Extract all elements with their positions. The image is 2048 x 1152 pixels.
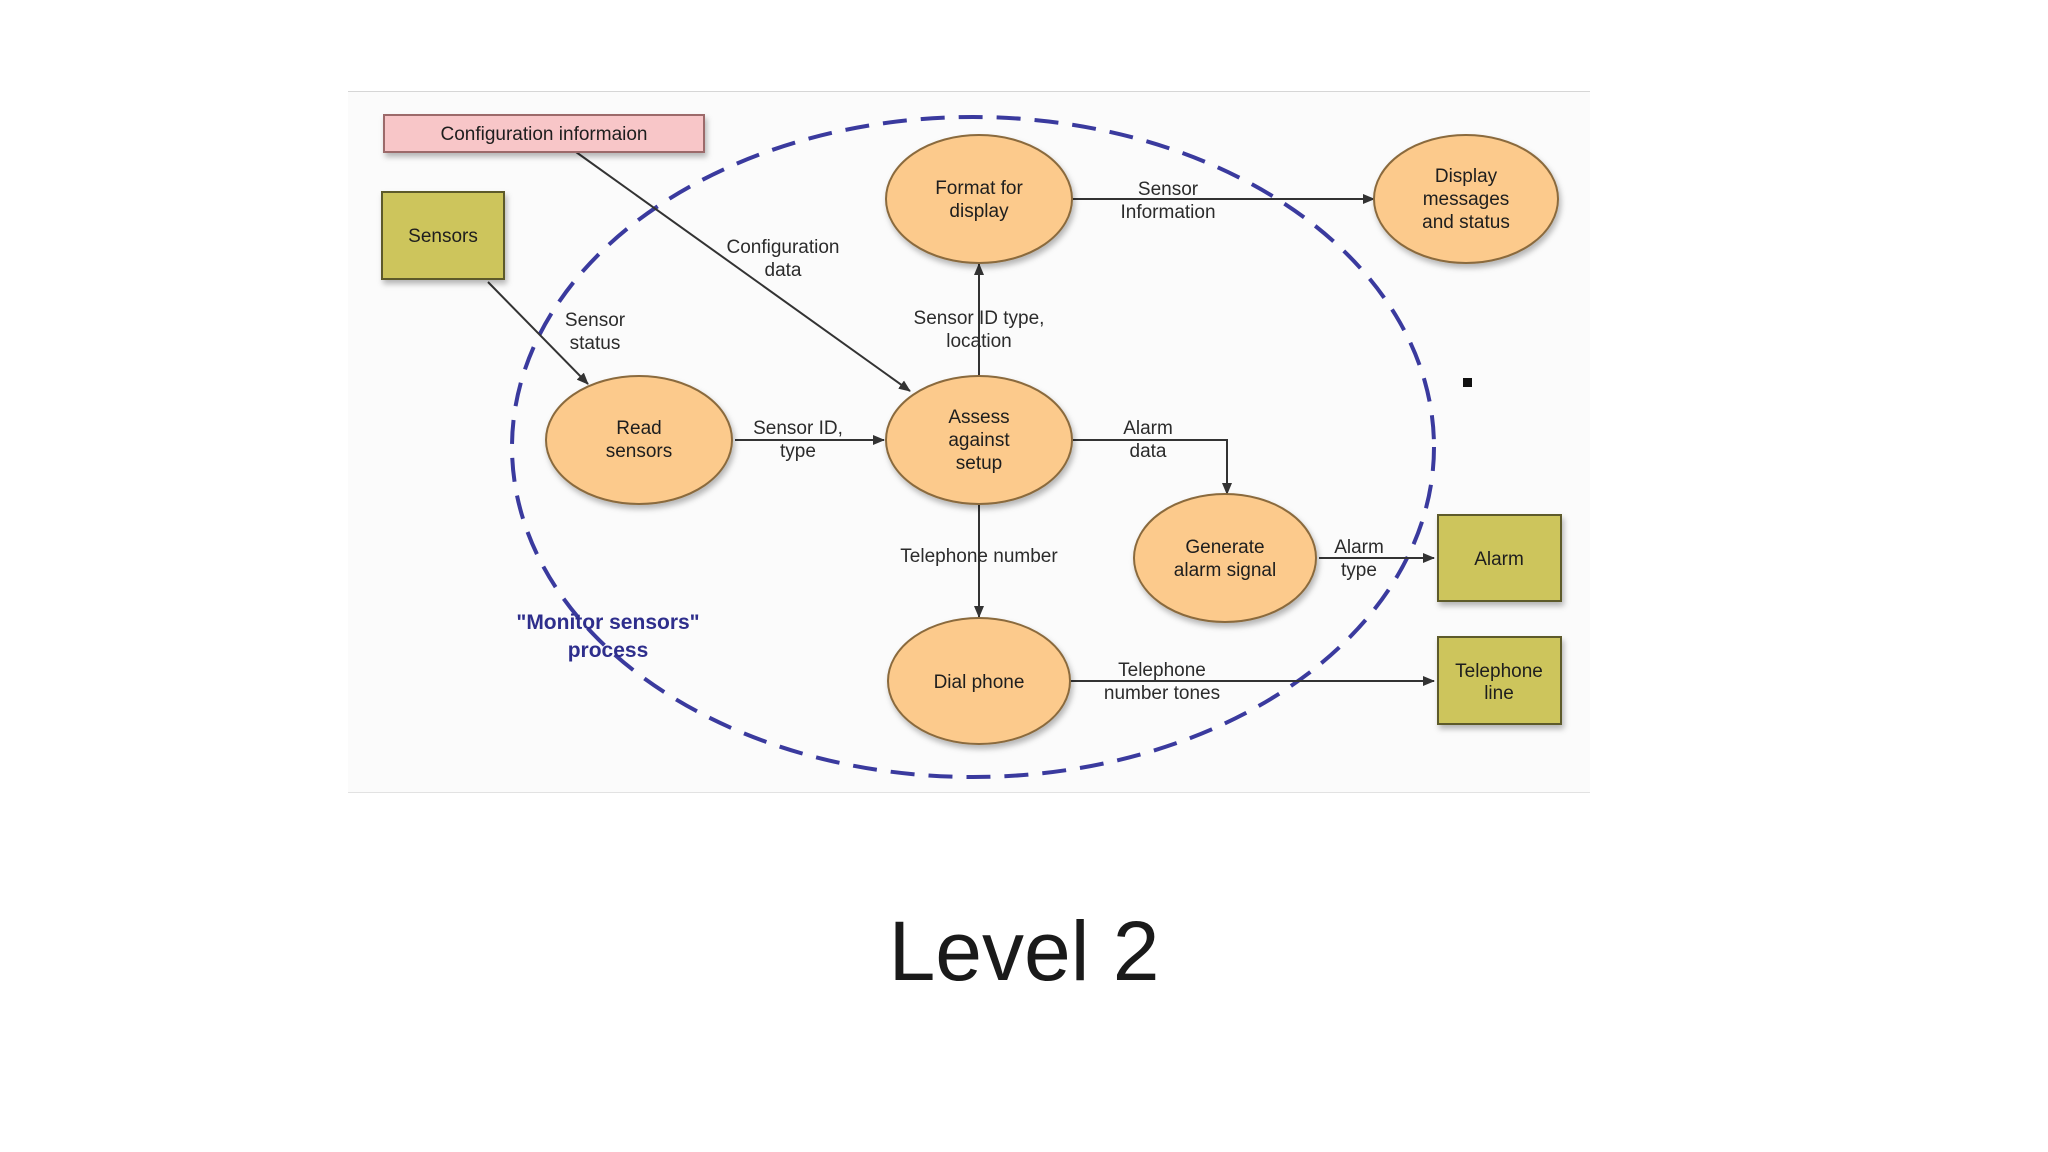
terminator-label: Telephone [1455,661,1543,682]
flow-label-configuration-data: data [765,260,802,281]
process-assess-against-setup: Assess against setup [885,375,1073,505]
process-label: Assess [948,407,1009,428]
process-label: setup [956,453,1002,474]
process-boundary [510,115,1436,779]
process-dial-phone: Dial phone [887,617,1071,745]
flow-configuration-data [575,151,911,392]
data-flows [487,151,1435,686]
flow-label-configuration-data: Configuration [726,237,839,258]
flow-label-sensor-status: Sensor [565,310,626,331]
flow-label-telephone-number: Telephone number [900,546,1058,567]
boundary-label-line: "Monitor sensors" [516,611,699,634]
process-display-messages: Display messages and status [1373,134,1559,264]
boundary-label-line: process [568,639,649,662]
flow-label-sensor-id-type: Sensor ID, [753,418,843,439]
flow-label-sensor-id-type-location: Sensor ID type, [914,308,1045,329]
slide-title: Level 2 [888,904,1160,998]
process-label: Dial phone [934,672,1025,693]
process-read-sensors: Read sensors [545,375,733,505]
flow-label-alarm-type: type [1341,560,1377,581]
process-label: and status [1422,212,1510,233]
process-label: display [949,201,1009,222]
flow-label-sensor-id-type: type [780,441,816,462]
process-label: sensors [606,441,673,462]
flow-labels: Sensor status Configuration data Sensor … [565,179,1384,704]
process-label: Read [616,418,661,439]
terminator-label: line [1484,683,1514,704]
flow-label-alarm-data: data [1130,441,1167,462]
flow-label-telephone-number-tones: number tones [1104,683,1220,704]
flow-label-sensor-status: status [570,333,621,354]
flow-label-alarm-type: Alarm [1334,537,1384,558]
data-store-label: Configuration informaion [440,124,647,145]
process-label: Generate [1185,537,1264,558]
flow-label-alarm-data: Alarm [1123,418,1173,439]
data-store-configuration: Configuration informaion [383,114,705,153]
stray-mark [1463,378,1472,387]
flow-sensor-status [487,281,589,385]
process-generate-alarm-signal: Generate alarm signal [1133,493,1317,623]
process-label: Format for [935,178,1023,199]
process-label: Display [1435,166,1498,187]
flow-alarm-data [1073,439,1232,495]
process-label: alarm signal [1174,560,1276,581]
flow-label-sensor-information: Sensor [1138,179,1199,200]
process-label: against [948,430,1010,451]
terminator-label: Sensors [408,226,478,247]
flow-label-sensor-information: Information [1120,202,1215,223]
flow-label-telephone-number-tones: Telephone [1118,660,1206,681]
boundary-label: "Monitor sensors" process [516,611,699,662]
terminator-telephone-line: Telephone line [1437,636,1562,725]
terminator-label: Alarm [1474,549,1524,570]
terminator-alarm: Alarm [1437,514,1562,602]
flow-label-sensor-id-type-location: location [946,331,1012,352]
terminator-sensors: Sensors [381,191,505,280]
process-format-for-display: Format for display [885,134,1073,264]
process-label: messages [1423,189,1510,210]
